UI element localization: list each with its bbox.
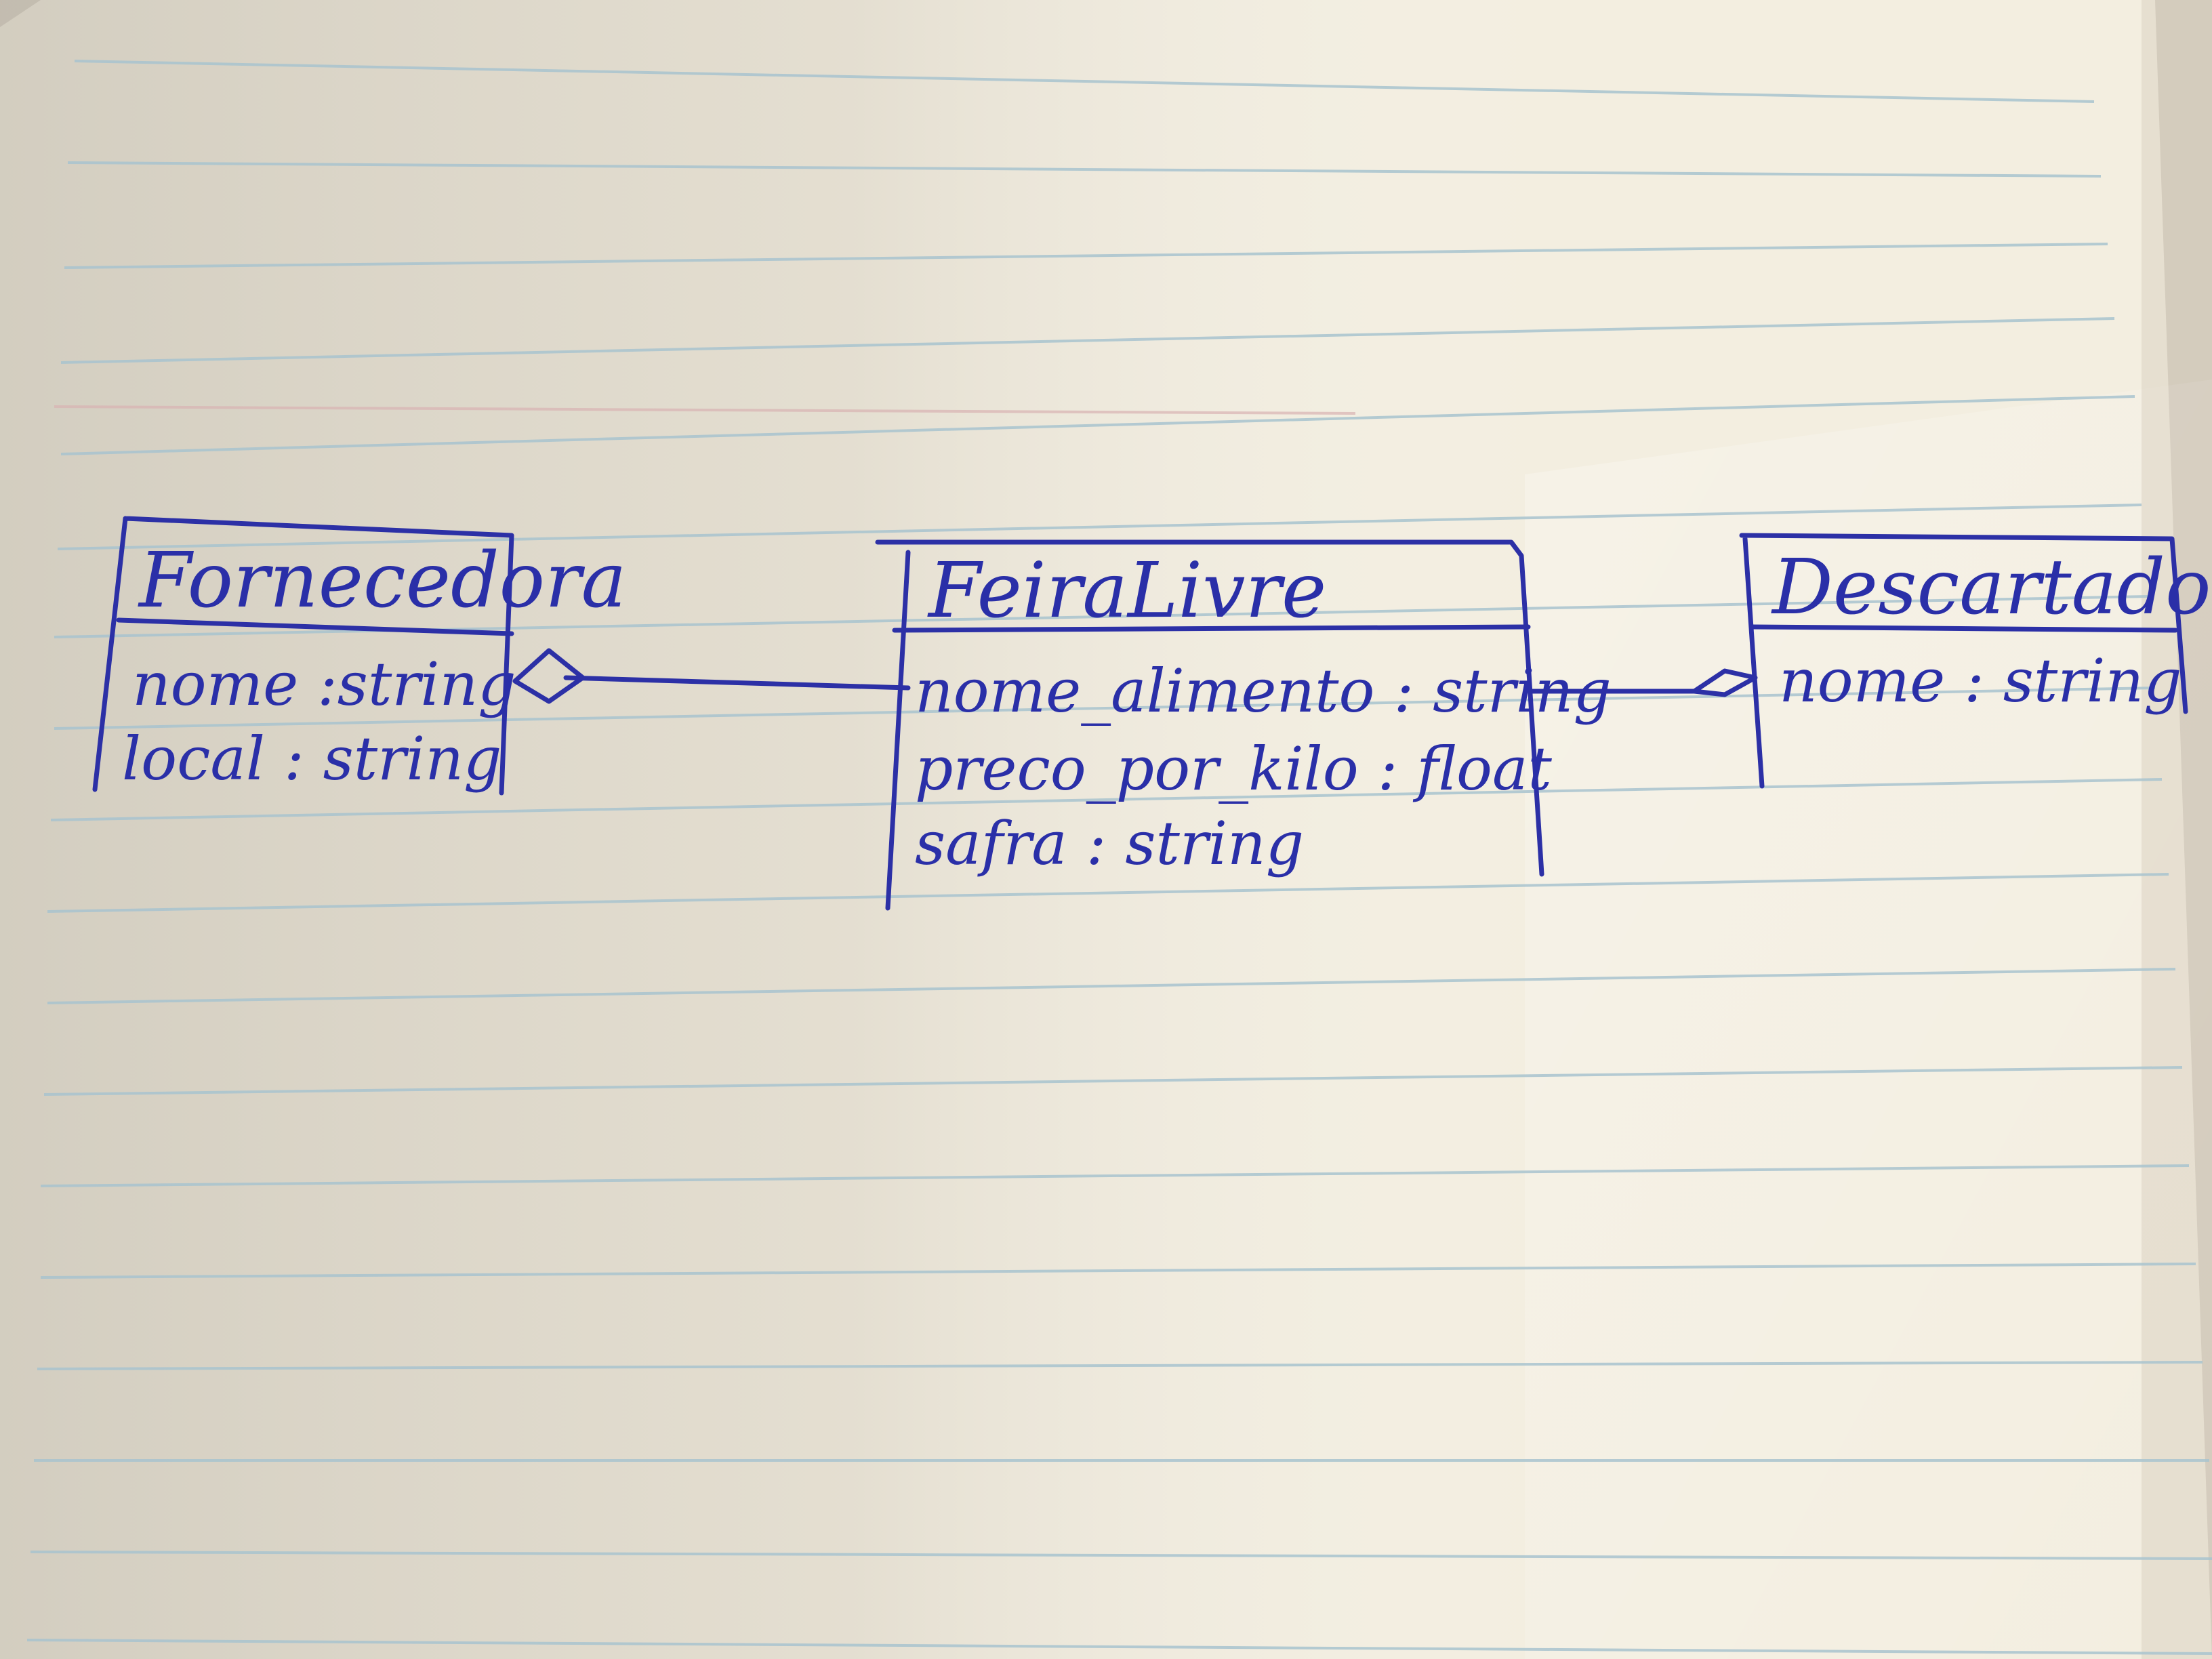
class-fornecedora: Fornecedora nome :string local : string <box>92 516 626 796</box>
page-edge-right <box>2142 0 2212 1659</box>
relation-feiralivre-descartadora <box>1529 668 1758 697</box>
attribute: local : string <box>122 724 501 794</box>
class-name: Descartadora <box>1771 544 2212 632</box>
association-line <box>563 675 911 691</box>
class-feiralivre: FeiraLivre nome_alimento : string preco_… <box>875 539 1612 911</box>
class-box <box>1739 533 2188 789</box>
attribute: preco_por_kilo : float <box>915 734 1552 804</box>
class-box <box>875 539 1544 911</box>
class-divider <box>1749 624 2178 633</box>
aggregation-diamond-icon <box>512 648 586 704</box>
attribute: nome :string <box>132 649 516 719</box>
attribute: nome_alimento : string <box>915 656 1612 726</box>
attribute: nome : string <box>1779 646 2182 716</box>
class-name: Fornecedora <box>138 537 626 625</box>
relation-feiralivre-fornecedora <box>512 648 911 704</box>
aggregation-diamond-icon <box>1692 668 1758 697</box>
lit-region <box>1525 380 2212 1659</box>
uml-diagram: Fornecedora nome :string local : string … <box>92 516 2212 911</box>
attribute: safra : string <box>915 808 1304 878</box>
class-divider <box>116 617 514 636</box>
class-box <box>92 516 514 796</box>
class-descartadora: Descartadora nome : string <box>1739 533 2212 789</box>
class-name: FeiraLivre <box>927 547 1326 635</box>
page-shadow <box>0 0 1559 1659</box>
class-divider <box>892 624 1531 633</box>
margin-line <box>54 405 1356 415</box>
